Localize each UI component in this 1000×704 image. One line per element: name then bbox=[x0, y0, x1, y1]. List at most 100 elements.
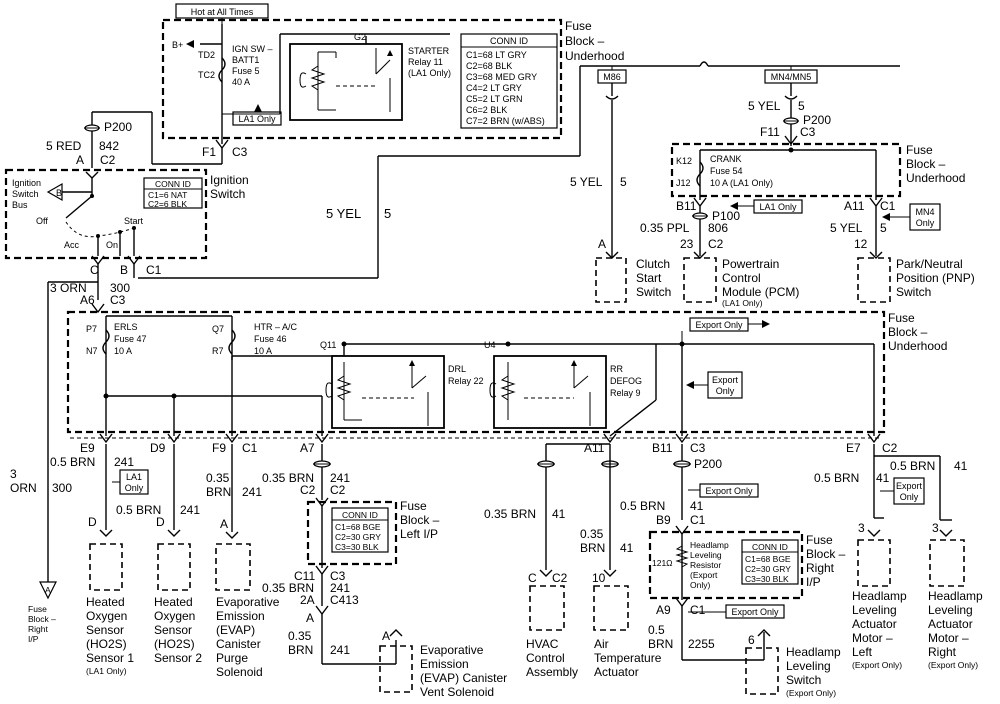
conn-line: C2=30 GRY bbox=[335, 532, 381, 542]
top-fuse-block-title: Block – bbox=[565, 34, 605, 48]
hvac-label: HVAC bbox=[526, 637, 559, 651]
switch-off-label: Off bbox=[36, 216, 48, 226]
g2-label: G2 bbox=[354, 32, 366, 42]
batt1-label: BATT1 bbox=[232, 55, 259, 65]
pcm-label: Module (PCM) bbox=[722, 285, 799, 299]
top-conn-lines: C1=68 LT GRY C2=68 BLK C3=68 MED GRY C4=… bbox=[466, 50, 545, 126]
ho2s1-label: Oxygen bbox=[86, 609, 127, 623]
brn-wire-label: BRN bbox=[206, 485, 231, 499]
circuit-241-label: 241 bbox=[242, 485, 262, 499]
switch-acc-label: Acc bbox=[64, 240, 80, 250]
hl-left-label: Motor – bbox=[852, 631, 893, 645]
p200-lower-label: P200 bbox=[694, 457, 722, 471]
ho2s1-label: Heated bbox=[86, 595, 125, 609]
ignition-switch-arm-icon bbox=[65, 195, 93, 219]
circuit-241-label: 241 bbox=[330, 581, 350, 595]
yel-left-num: 5 bbox=[620, 175, 627, 189]
mn4-only-label: MN4 bbox=[915, 207, 934, 217]
hl-resistor-label: Headlamp bbox=[690, 540, 729, 550]
ho2s2-label: Oxygen bbox=[154, 609, 195, 623]
conn-line: C3=30 BLK bbox=[745, 574, 789, 584]
c413-label: C413 bbox=[330, 593, 359, 607]
left-300-label: 300 bbox=[52, 481, 72, 495]
q7-label: Q7 bbox=[212, 324, 224, 334]
hl-switch-label: Headlamp bbox=[786, 645, 841, 659]
hl-left-motor-box bbox=[857, 539, 891, 587]
circuit-2255-label: 2255 bbox=[688, 637, 715, 651]
air-brn-label: BRN bbox=[580, 541, 605, 555]
b11-label: B11 bbox=[676, 199, 697, 213]
j12-label: J12 bbox=[676, 178, 691, 188]
export-only-box-2 bbox=[707, 371, 743, 399]
rr-relay-switch-icon bbox=[573, 375, 589, 389]
clutch-pin-label: A bbox=[598, 237, 606, 251]
clutch-label: Switch bbox=[636, 285, 671, 299]
clutch-start-switch-box bbox=[595, 257, 627, 303]
ho2s2-label: Sensor 2 bbox=[154, 651, 202, 665]
mid-c3-label: C3 bbox=[110, 293, 126, 307]
air-temp-label: Actuator bbox=[594, 665, 639, 679]
tc2-label: TC2 bbox=[198, 70, 215, 80]
ignition-bus-label: Ignition bbox=[12, 178, 41, 188]
relay-coil-resistor-icon bbox=[310, 65, 326, 91]
td2-label: TD2 bbox=[198, 50, 215, 60]
hl-switch-box bbox=[745, 647, 779, 695]
brn-wire-label: 0.35 BRN bbox=[262, 581, 314, 595]
left-ip-fuse-block-outline bbox=[306, 500, 398, 566]
fuse47-icon bbox=[102, 329, 110, 355]
middle-fuse-block: Fuse Block – Underhood P7 N7 ERLS Fuse 4… bbox=[66, 310, 947, 437]
b-plus-arrow-icon bbox=[186, 40, 194, 48]
left-ip-fuse-block-title: Fuse bbox=[400, 499, 427, 513]
conn-line: C7=2 BRN (w/ABS) bbox=[466, 116, 545, 126]
ho2s1-label: (HO2S) bbox=[86, 637, 127, 651]
k12-label: K12 bbox=[676, 156, 692, 166]
evap-purge-label: Purge bbox=[216, 651, 248, 665]
conn-line: C1=68 BGE bbox=[745, 554, 791, 564]
lower-circuits: E9 D9 F9 C1 A7 A11 B11 C3 E7 C2 3 ORN 30… bbox=[10, 433, 983, 699]
fuse5-amp-label: 40 A bbox=[232, 77, 250, 87]
m86-label: M86 bbox=[603, 72, 621, 82]
hvac-label: Assembly bbox=[526, 665, 578, 679]
a7-c2b-label: C2 bbox=[330, 483, 346, 497]
circuit-842-label: 842 bbox=[99, 139, 119, 153]
fuse-block-right-label: Fuse bbox=[28, 604, 47, 614]
n7-label: N7 bbox=[86, 346, 98, 356]
ho2s2-label: (HO2S) bbox=[154, 637, 195, 651]
evap-vent-label: Evaporative bbox=[420, 643, 484, 657]
circuit-241-label: 241 bbox=[180, 503, 200, 517]
p100-label: P100 bbox=[712, 209, 740, 223]
top-fuse-block-title: Underhood bbox=[565, 49, 624, 63]
export-only-label: Export Only bbox=[695, 320, 743, 330]
circuit-241-label: 241 bbox=[330, 643, 350, 657]
fuse47-label: Fuse 47 bbox=[114, 334, 147, 344]
hl-resistor-label: Leveling bbox=[690, 550, 722, 560]
hot-at-all-times-label: Hot at All Times bbox=[191, 7, 254, 17]
crank-fuse-block-title: Underhood bbox=[906, 171, 965, 185]
mn4-label: MN4/MN5 bbox=[771, 72, 812, 82]
hvac-control-box bbox=[529, 585, 565, 631]
yel-left-label: 5 YEL bbox=[570, 175, 603, 189]
brn-wire-label: 0.35 bbox=[206, 471, 230, 485]
middle-fuse-block-title: Fuse bbox=[888, 311, 915, 325]
la1-only-box bbox=[232, 111, 282, 126]
air-temp-label: Air bbox=[594, 637, 609, 651]
clutch-label: Clutch bbox=[636, 257, 670, 271]
air-brn-label: 0.35 bbox=[580, 527, 604, 541]
left-conn-id-box bbox=[331, 507, 389, 553]
la1-only-label-3: Only bbox=[125, 483, 144, 493]
drl-label: DRL bbox=[448, 364, 466, 374]
a7-label: A7 bbox=[300, 441, 315, 455]
a9-brn-label: 0.5 bbox=[648, 623, 665, 637]
ho2s1-box bbox=[89, 543, 123, 591]
export-only-label-4: Export Only bbox=[731, 607, 779, 617]
ho2s2-label: Heated bbox=[154, 595, 193, 609]
right-ip-fuse-block-title: Block – bbox=[806, 547, 846, 561]
top-conn-id-box bbox=[460, 33, 558, 129]
rr-defog-label: DEFOG bbox=[610, 376, 642, 386]
f9-label: F9 bbox=[212, 441, 226, 455]
evap-vent-label: Emission bbox=[420, 657, 469, 671]
fuse47-amp-label: 10 A bbox=[114, 346, 132, 356]
c11-label: C11 bbox=[294, 569, 315, 583]
hl-switch-label: (Export Only) bbox=[786, 688, 836, 698]
hvac-pin-label: C bbox=[528, 571, 537, 585]
